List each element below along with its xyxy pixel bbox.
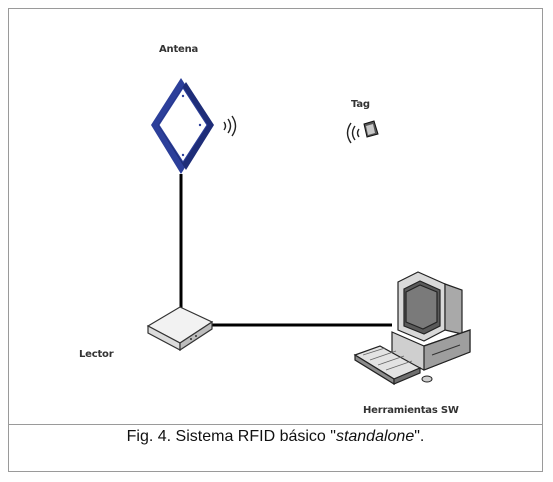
reader-label: Lector	[79, 349, 114, 360]
software-label: Herramientas SW	[363, 405, 459, 416]
antenna-icon	[151, 78, 214, 174]
caption-suffix: ".	[414, 428, 425, 445]
figure-frame	[8, 8, 543, 472]
computer-icon	[391, 271, 471, 371]
radio-waves-icon	[223, 115, 237, 137]
tag-label: Tag	[351, 99, 370, 110]
tag-waves-icon	[346, 122, 360, 144]
mouse-icon	[421, 375, 433, 383]
keyboard-icon	[353, 345, 422, 386]
caption-emphasis: standalone	[335, 428, 415, 445]
caption-divider	[8, 424, 543, 425]
antenna-label: Antena	[159, 44, 199, 55]
rfid-tag-icon	[363, 120, 379, 138]
reader-icon	[146, 306, 214, 352]
caption-prefix: Fig. 4. Sistema RFID básico "	[126, 428, 336, 445]
figure-caption: Fig. 4. Sistema RFID básico "standalone"…	[8, 428, 543, 446]
